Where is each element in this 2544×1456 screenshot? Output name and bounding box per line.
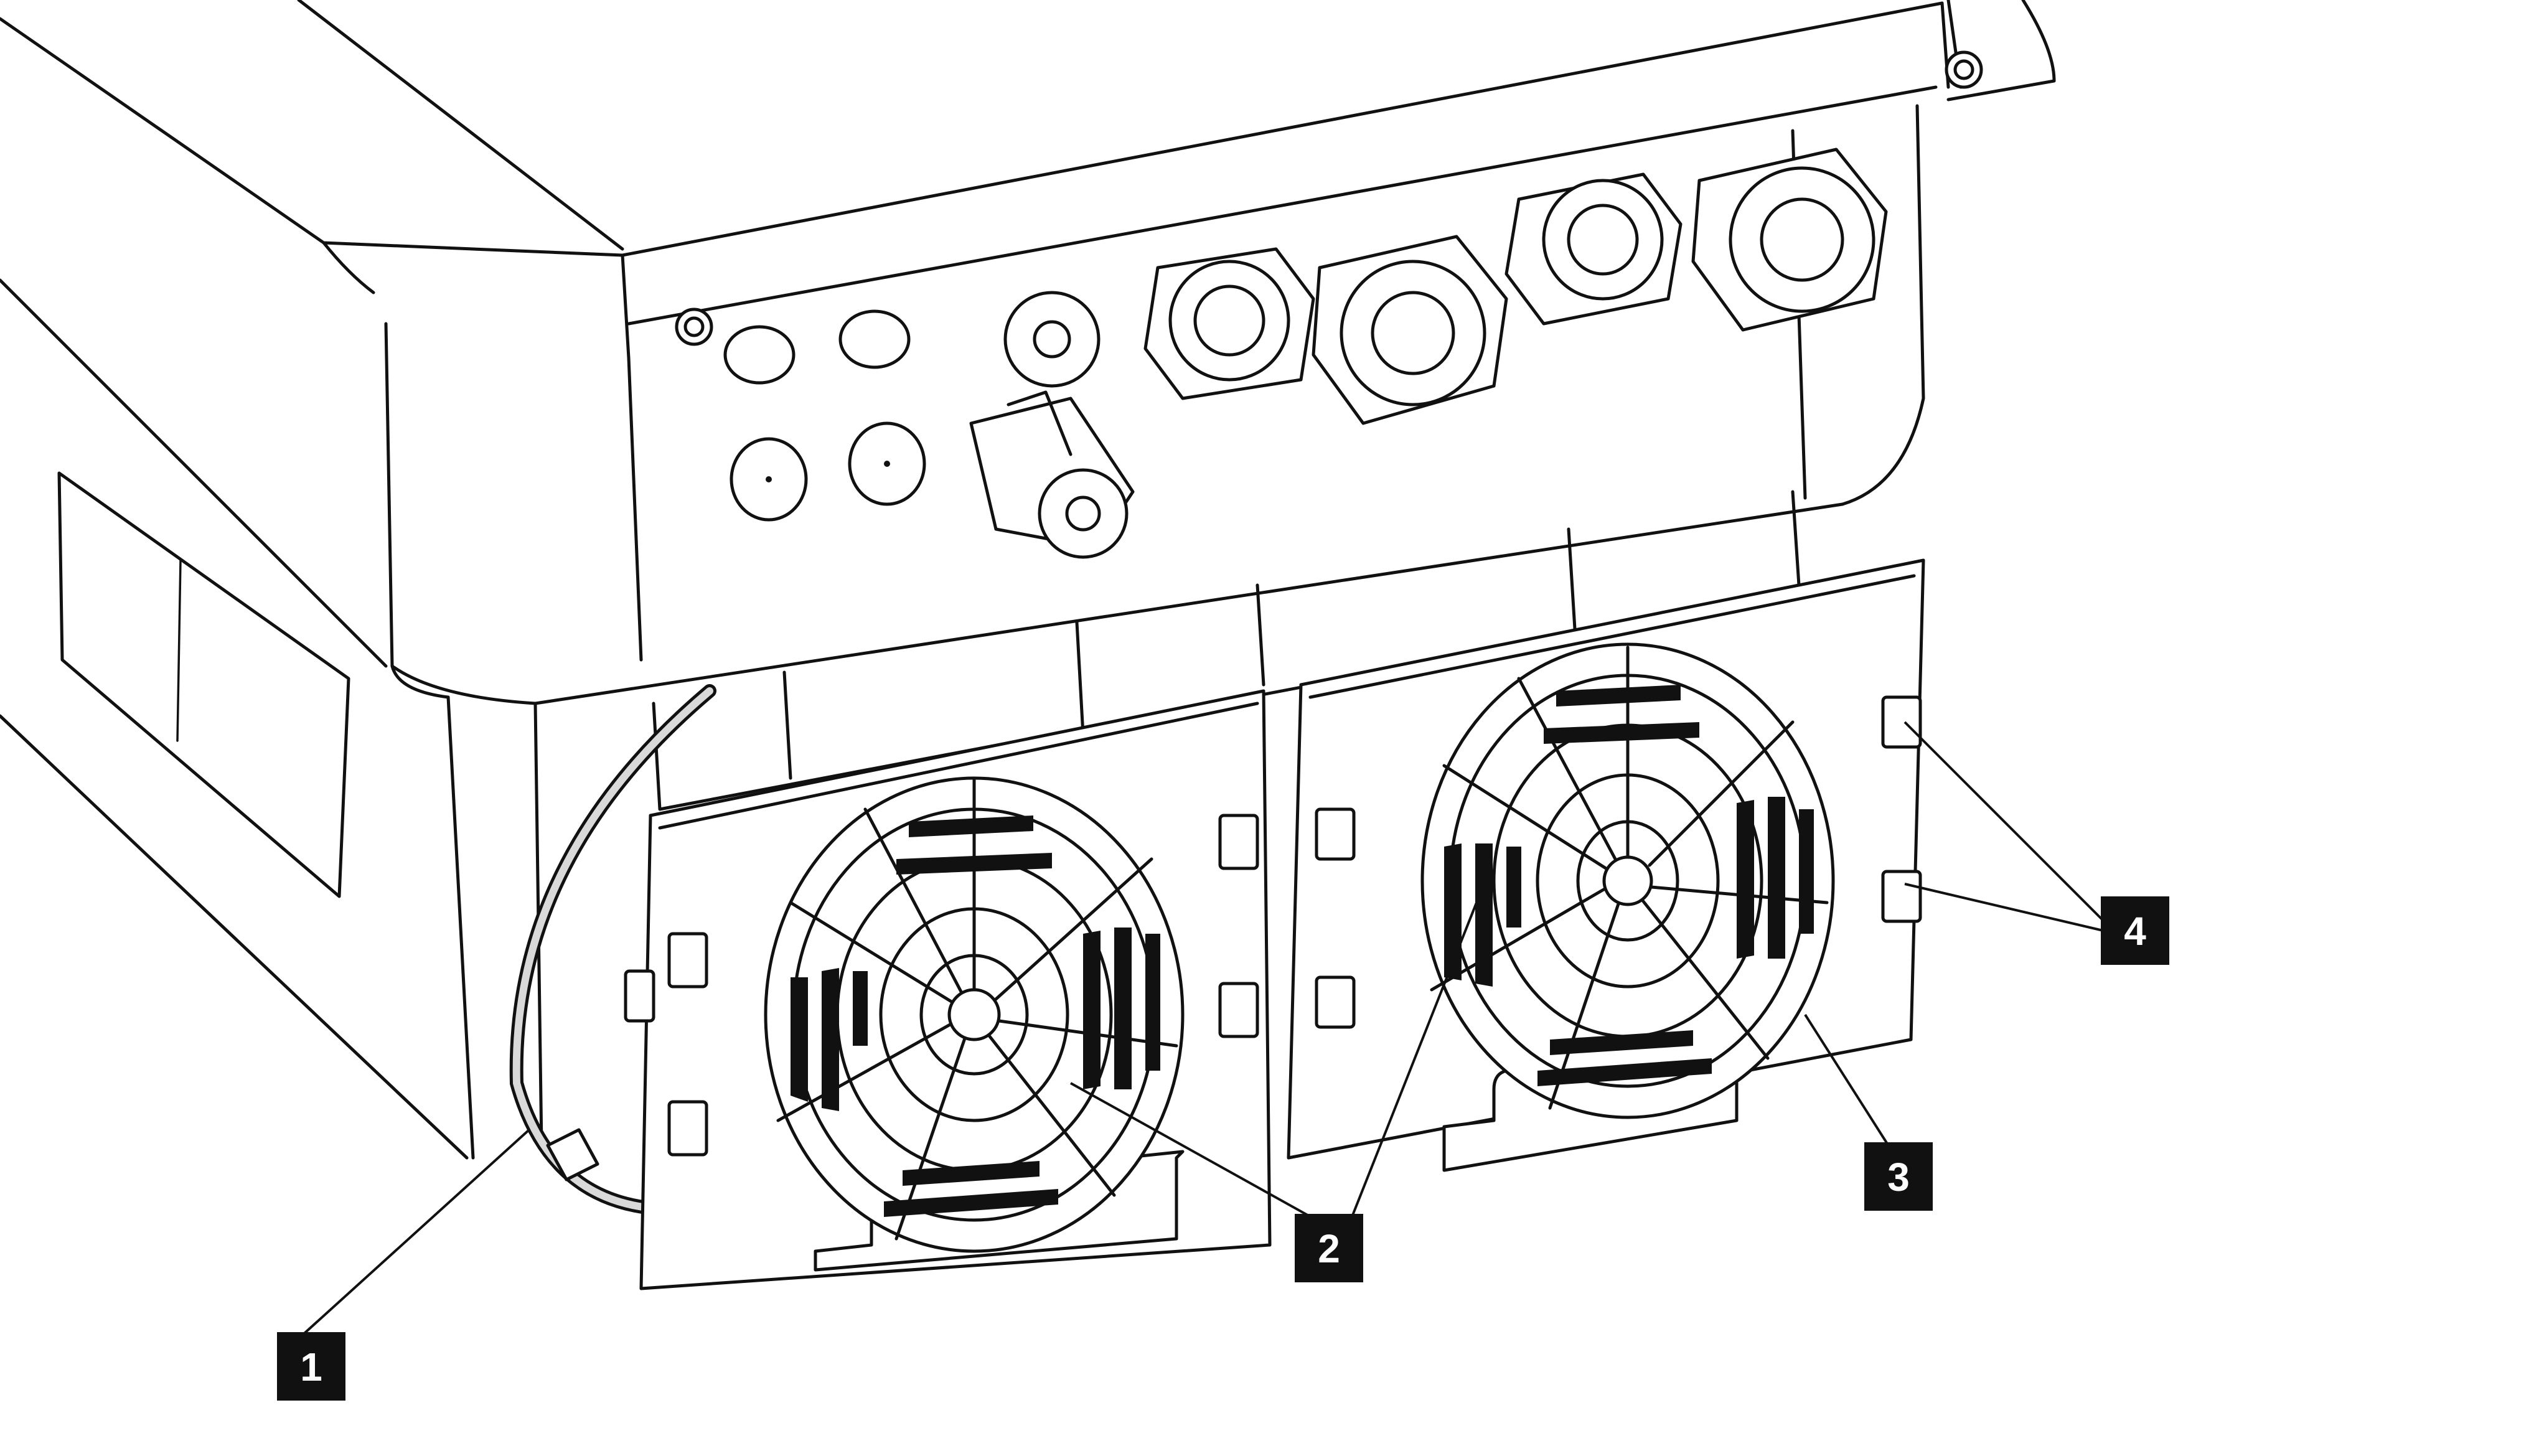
fan-grille-left <box>624 689 1272 1290</box>
callout-4: 4 <box>2101 896 2169 965</box>
callout-1: 1 <box>277 1332 345 1401</box>
antenna-connector <box>969 291 1135 559</box>
leader-2b <box>1343 890 1483 1236</box>
leader-4a <box>1903 721 2118 935</box>
leader-1 <box>298 1129 530 1340</box>
svg-text:1: 1 <box>300 1345 322 1389</box>
svg-text:2: 2 <box>1318 1226 1340 1271</box>
lid-screw-right <box>1945 50 1983 89</box>
fan-grille-right-bars <box>1444 685 1814 1086</box>
clip-lower-right <box>1881 870 1922 923</box>
callout-2: 2 <box>1295 1214 1363 1282</box>
blind-plug-1 <box>730 437 808 522</box>
svg-text:4: 4 <box>2124 909 2146 954</box>
cable-gland-2 <box>1312 235 1508 425</box>
blind-plug-3 <box>723 325 796 385</box>
lid-screw-left <box>675 308 713 346</box>
leader-3 <box>1804 1013 1894 1153</box>
callout-3: 3 <box>1864 1142 1933 1211</box>
leader-lines <box>298 721 2118 1340</box>
clip-upper-right <box>1881 695 1922 749</box>
cable-gland-3 <box>1504 172 1683 326</box>
ground-cable <box>509 684 716 1214</box>
leader-2a <box>1070 1082 1345 1237</box>
blind-plug-2 <box>848 421 926 506</box>
cable-gland-4 <box>1691 148 1888 332</box>
inverter-housing <box>0 0 2056 1160</box>
cable-gland-1 <box>1143 247 1315 400</box>
leader-4b <box>1904 883 2117 935</box>
fan-grille-left-bars <box>791 815 1160 1217</box>
blind-plug-4 <box>838 309 911 369</box>
fan-grille-right <box>1287 558 1925 1172</box>
svg-text:3: 3 <box>1887 1155 1910 1200</box>
